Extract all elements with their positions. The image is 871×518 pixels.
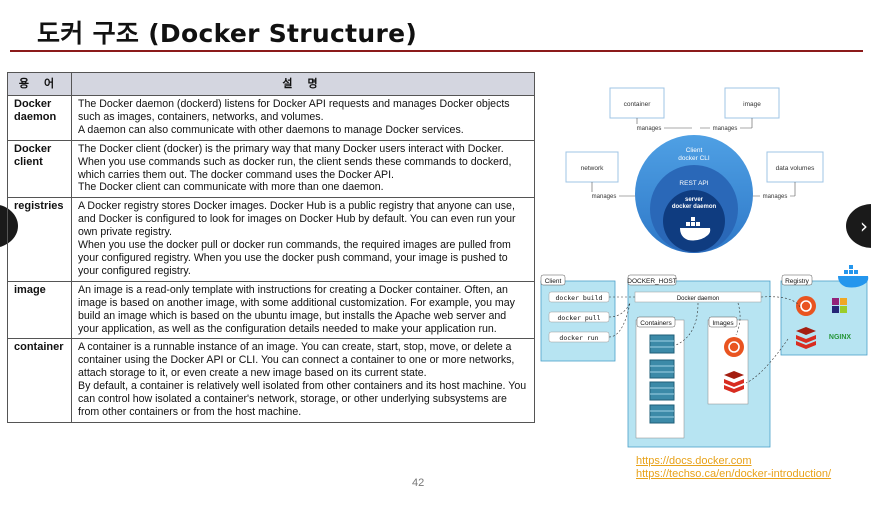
manages-label-bg [589,192,619,200]
redis-logo-icon [796,327,816,349]
description-text: The Docker daemon (dockerd) listens for … [78,98,510,123]
term-cell: Docker daemon [7,95,72,141]
docker-host-tag-label: DOCKER_HOST [627,278,677,285]
term-cell: registries [7,197,72,282]
description-text: A container is a runnable instance of an… [78,341,515,380]
container-icon [649,359,675,379]
data-volumes-label: data volumes [776,165,815,172]
table-row: Docker client The Docker client (docker)… [7,139,535,199]
network-label: network [581,165,605,172]
manages-label-bg [634,124,664,132]
description-text: A Docker registry stores Docker images. … [78,200,516,239]
containers-tag-label: Containers [640,320,672,327]
docker-architecture-diagram: Client docker build docker pull docker r… [540,265,869,448]
page-number: 42 [412,477,425,489]
description-text: An image is a read-only template with in… [78,283,515,335]
description-text: The Docker client (docker) is the primar… [78,142,512,181]
data-volumes-box [766,151,824,183]
description-text: When you use the docker pull or docker r… [78,239,511,277]
description-cell: A container is a runnable instance of an… [71,338,535,423]
centos-logo-icon [832,298,847,313]
ubuntu-logo-ring [800,300,812,312]
client-tag-label: Client [545,278,562,285]
table-row: Docker daemon The Docker daemon (dockerd… [7,95,535,141]
images-tag-label: Images [712,320,734,327]
registry-panel [780,280,868,356]
image-label: image [743,101,761,108]
title-divider [10,50,863,52]
registry-tag [781,274,813,286]
table-header-row: 용 어 설 명 [7,72,535,96]
client-label: Client [686,147,703,154]
ubuntu-logo-ring [728,341,740,353]
docker-run-label: docker run [559,334,598,342]
ubuntu-logo-icon [796,296,816,316]
connector-line [608,302,631,338]
description-cell: The Docker client (docker) is the primar… [71,139,535,199]
term-cell: Docker client [7,139,72,199]
docker-build-label: docker build [556,294,603,302]
docs-docker-link[interactable]: https://docs.docker.com [636,455,752,467]
ubuntu-logo-icon [724,337,744,357]
manages-label-bg [710,124,740,132]
term-cell: container [7,338,72,423]
table-row: registries A Docker registry stores Dock… [7,197,535,282]
connector-line [675,302,699,346]
description-text: By default, a container is relatively we… [78,380,527,418]
containers-tag [636,316,676,328]
manages-label: manages [592,194,617,200]
table-row: image An image is a read-only template w… [7,280,535,340]
connector-line [760,296,801,308]
redis-logo-icon [724,371,744,393]
docker-engine-diagram: container image network data volumes man… [565,87,824,253]
container-icon [649,381,675,401]
rest-api-label: REST API [679,180,708,187]
term-cell: image [7,280,72,340]
manages-label: manages [637,126,662,132]
docker-daemon-label: docker daemon [672,204,717,210]
header-term: 용 어 [7,72,72,96]
description-text: A daemon can also communicate with other… [78,123,464,136]
description-cell: An image is a read-only template with in… [71,280,535,340]
docker-daemon-bar-label: Docker daemon [677,296,719,302]
server-label: server [685,197,704,203]
container-icon [649,404,675,424]
manages-label: manages [763,194,788,200]
connector-line [735,302,741,336]
description-cell: A Docker registry stores Docker images. … [71,197,535,282]
connector-line [745,338,789,384]
images-box [707,319,749,405]
container-icon [649,334,675,354]
nginx-logo-label: NGINX [829,334,852,341]
next-slide-button[interactable]: › [846,204,871,248]
container-label: container [624,101,652,108]
docker-whale-icon [680,217,711,241]
client-tag [540,274,566,286]
container-box [609,87,665,119]
chevron-right-icon: › [860,214,868,238]
docker-pull-label: docker pull [557,314,600,322]
description-text: The Docker client can communicate with m… [78,181,384,194]
slide-title: 도커 구조 (Docker Structure) [37,19,418,48]
network-box [565,151,619,183]
images-tag [708,316,738,328]
connector-line [608,302,631,318]
docker-host-tag [627,274,677,286]
manages-label-bg [760,192,790,200]
docker-whale-icon [838,265,869,288]
header-description: 설 명 [71,72,535,96]
docker-cli-label: docker CLI [678,155,710,162]
description-cell: The Docker daemon (dockerd) listens for … [71,95,535,141]
techso-link[interactable]: https://techso.ca/en/docker-introduction… [636,468,832,480]
manages-label: manages [713,126,738,132]
reference-links: https://docs.docker.com https://techso.c… [636,455,831,481]
registry-tag-label: Registry [785,278,810,285]
table-row: container A container is a runnable inst… [7,338,535,423]
terms-table: 용 어 설 명 Docker daemon The Docker daemon … [7,72,535,423]
